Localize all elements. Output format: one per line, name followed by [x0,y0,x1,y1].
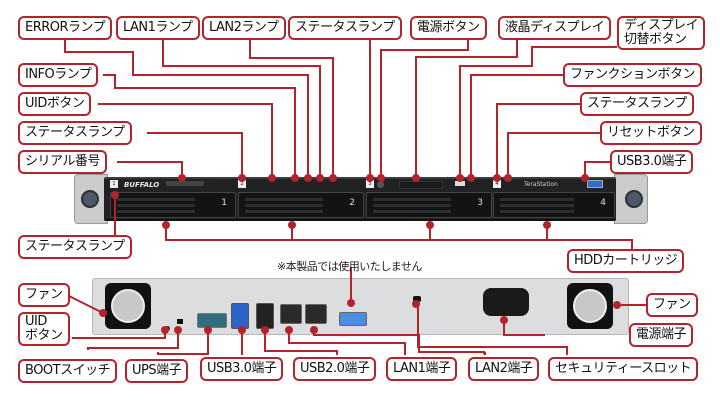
line-usb-front [584,161,610,178]
security-slot[interactable] [413,296,421,302]
label-hdd-cartridge: HDDカートリッジ [567,249,685,273]
line-serial [117,161,183,178]
rear-panel [92,278,629,335]
line-security [416,303,568,355]
line-info-lamp [103,74,296,178]
line-lan1 [288,330,406,355]
label-usb20-port: USB2.0端子 [293,357,377,381]
hdd-cartridge-4[interactable]: 4 [493,192,615,218]
front-panel: 1 BUFFALO 2 3 4 TeraStation 1 2 3 4 [104,177,616,221]
line-uid-rear [72,330,166,339]
line-status-lamp-right [496,103,580,178]
power-port[interactable] [483,288,529,316]
screw-icon [625,190,643,208]
line-lan1-lamp [162,40,321,178]
line-boot [87,330,179,350]
label-reset-button: リセットボタン [600,121,702,145]
label-security-slot: セキュリティースロット [548,357,699,381]
line-hdd [165,225,633,250]
display-switch-button[interactable] [455,181,465,186]
line-status-lamp-left [147,132,243,178]
line-error-lamp [64,40,309,178]
label-error-lamp: ERRORランプ [18,16,113,40]
line-display-switch [459,46,617,178]
label-uid-button-rear: UID ボタン [18,312,70,346]
usb30-port-front[interactable] [587,180,603,188]
line-power-port [503,320,545,336]
lan2-port[interactable] [305,304,327,324]
fan-right-icon [567,283,613,329]
label-function-button: ファンクションボタン [563,63,703,87]
label-lan2-port: LAN2端子 [468,357,540,381]
line-usb20 [264,330,338,355]
boot-switch[interactable] [177,319,183,324]
hdd-cartridge-3[interactable]: 3 [366,192,492,218]
bay-tag-3: 3 [366,180,374,188]
label-lcd-display: 液晶ディスプレイ [498,16,612,40]
bay-tag-1: 1 [110,180,118,188]
label-lan1-lamp: LAN1ランプ [116,16,200,40]
label-lan1-port: LAN1端子 [386,357,458,381]
label-fan-right: ファン [646,293,698,317]
label-display-switch-button: ディスプレイ 切替ボタン [617,16,706,50]
hdd-cartridge-1[interactable]: 1 [110,192,236,218]
label-status-lamp-bottom: ステータスランプ [18,235,132,259]
line-power-button [380,40,469,178]
line-lan2 [313,330,486,355]
label-lan2-lamp: LAN2ランプ [202,16,286,40]
ups-port[interactable] [197,313,227,328]
serial-number-tab[interactable] [166,181,204,186]
label-usb30-rear: USB3.0端子 [200,357,284,381]
hdd-cartridge-2[interactable]: 2 [238,192,364,218]
label-ups-port: UPS端子 [125,359,189,383]
line-function [470,74,563,178]
label-fan-left: ファン [18,283,70,307]
line-lan2-lamp [249,40,334,178]
label-serial-number: シリアル番号 [18,150,107,174]
brand-logo: BUFFALO [124,181,160,189]
label-uid-button: UIDボタン [18,92,92,116]
rack-ear-left [74,174,108,224]
label-boot-switch: BOOTスイッチ [18,359,118,383]
line-reset [507,132,600,178]
power-button[interactable] [377,181,384,188]
label-status-lamp-right: ステータスランプ [580,92,694,116]
label-status-lamp-top: ステータスランプ [288,16,402,40]
lcd-display [399,181,443,189]
line-ups [157,330,209,355]
line-uid-button [98,103,273,178]
line-lcd [415,40,518,178]
label-info-lamp: INFOランプ [18,63,99,87]
model-name: TeraStation [524,181,558,188]
lan1-port[interactable] [280,304,302,324]
label-power-port: 電源端子 [629,323,694,347]
label-power-button: 電源ボタン [410,16,487,40]
unused-note: ※本製品では使用いたしません [277,260,422,273]
screw-icon [81,190,99,208]
vga-port-unused [339,312,367,326]
line-fan-left [66,294,104,314]
label-status-lamp-left: ステータスランプ [18,121,132,145]
label-usb30-front: USB3.0端子 [610,150,694,174]
fan-left-icon [105,283,151,329]
bay-tag-4: 4 [493,180,501,188]
bay-tag-2: 2 [238,180,246,188]
